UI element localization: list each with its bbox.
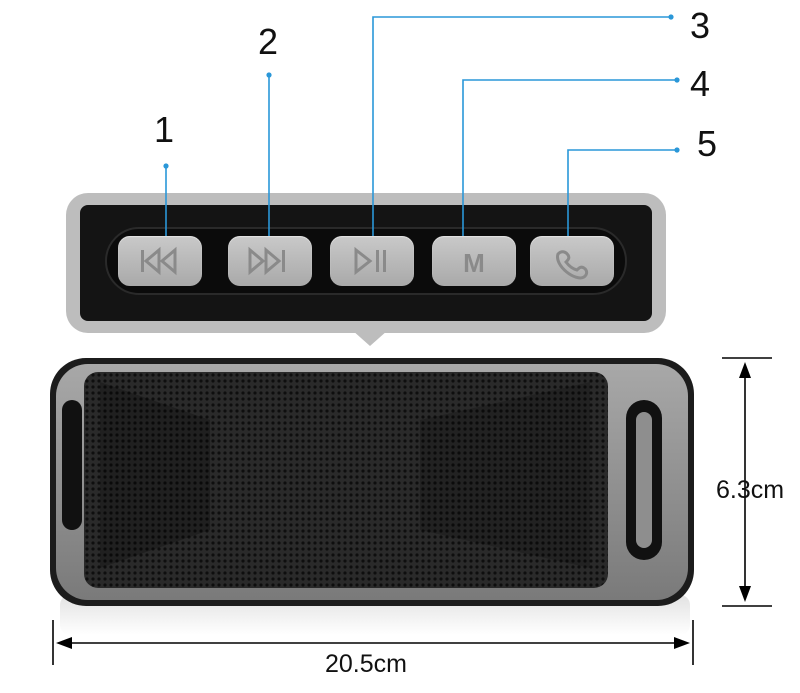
speaker-grille: [84, 372, 608, 588]
callout-number-2: 2: [258, 21, 279, 62]
previous-track-icon: [141, 246, 177, 276]
mode-button[interactable]: M: [432, 236, 516, 286]
width-label: 20.5cm: [325, 650, 407, 678]
callout-lines: [165, 16, 677, 236]
callout-number-1: 1: [154, 109, 175, 150]
phone-call-button[interactable]: [530, 236, 614, 286]
mode-icon: M: [463, 247, 485, 278]
left-slot: [62, 400, 82, 530]
callout-number-5: 5: [697, 123, 718, 164]
width-dimension: [52, 620, 694, 665]
callout-number-4: 4: [690, 63, 711, 104]
phone-call-icon: [556, 250, 589, 280]
speaker: [50, 358, 694, 606]
height-dimension: [722, 357, 772, 607]
height-label: 6.3cm: [716, 476, 785, 504]
callout-dots: [163, 14, 680, 169]
next-track-icon: [248, 246, 285, 276]
play-pause-icon: [354, 246, 386, 276]
next-track-button[interactable]: [228, 236, 312, 286]
previous-track-button[interactable]: [118, 236, 202, 286]
play-pause-button[interactable]: [330, 236, 414, 286]
callout-number-3: 3: [690, 5, 711, 46]
